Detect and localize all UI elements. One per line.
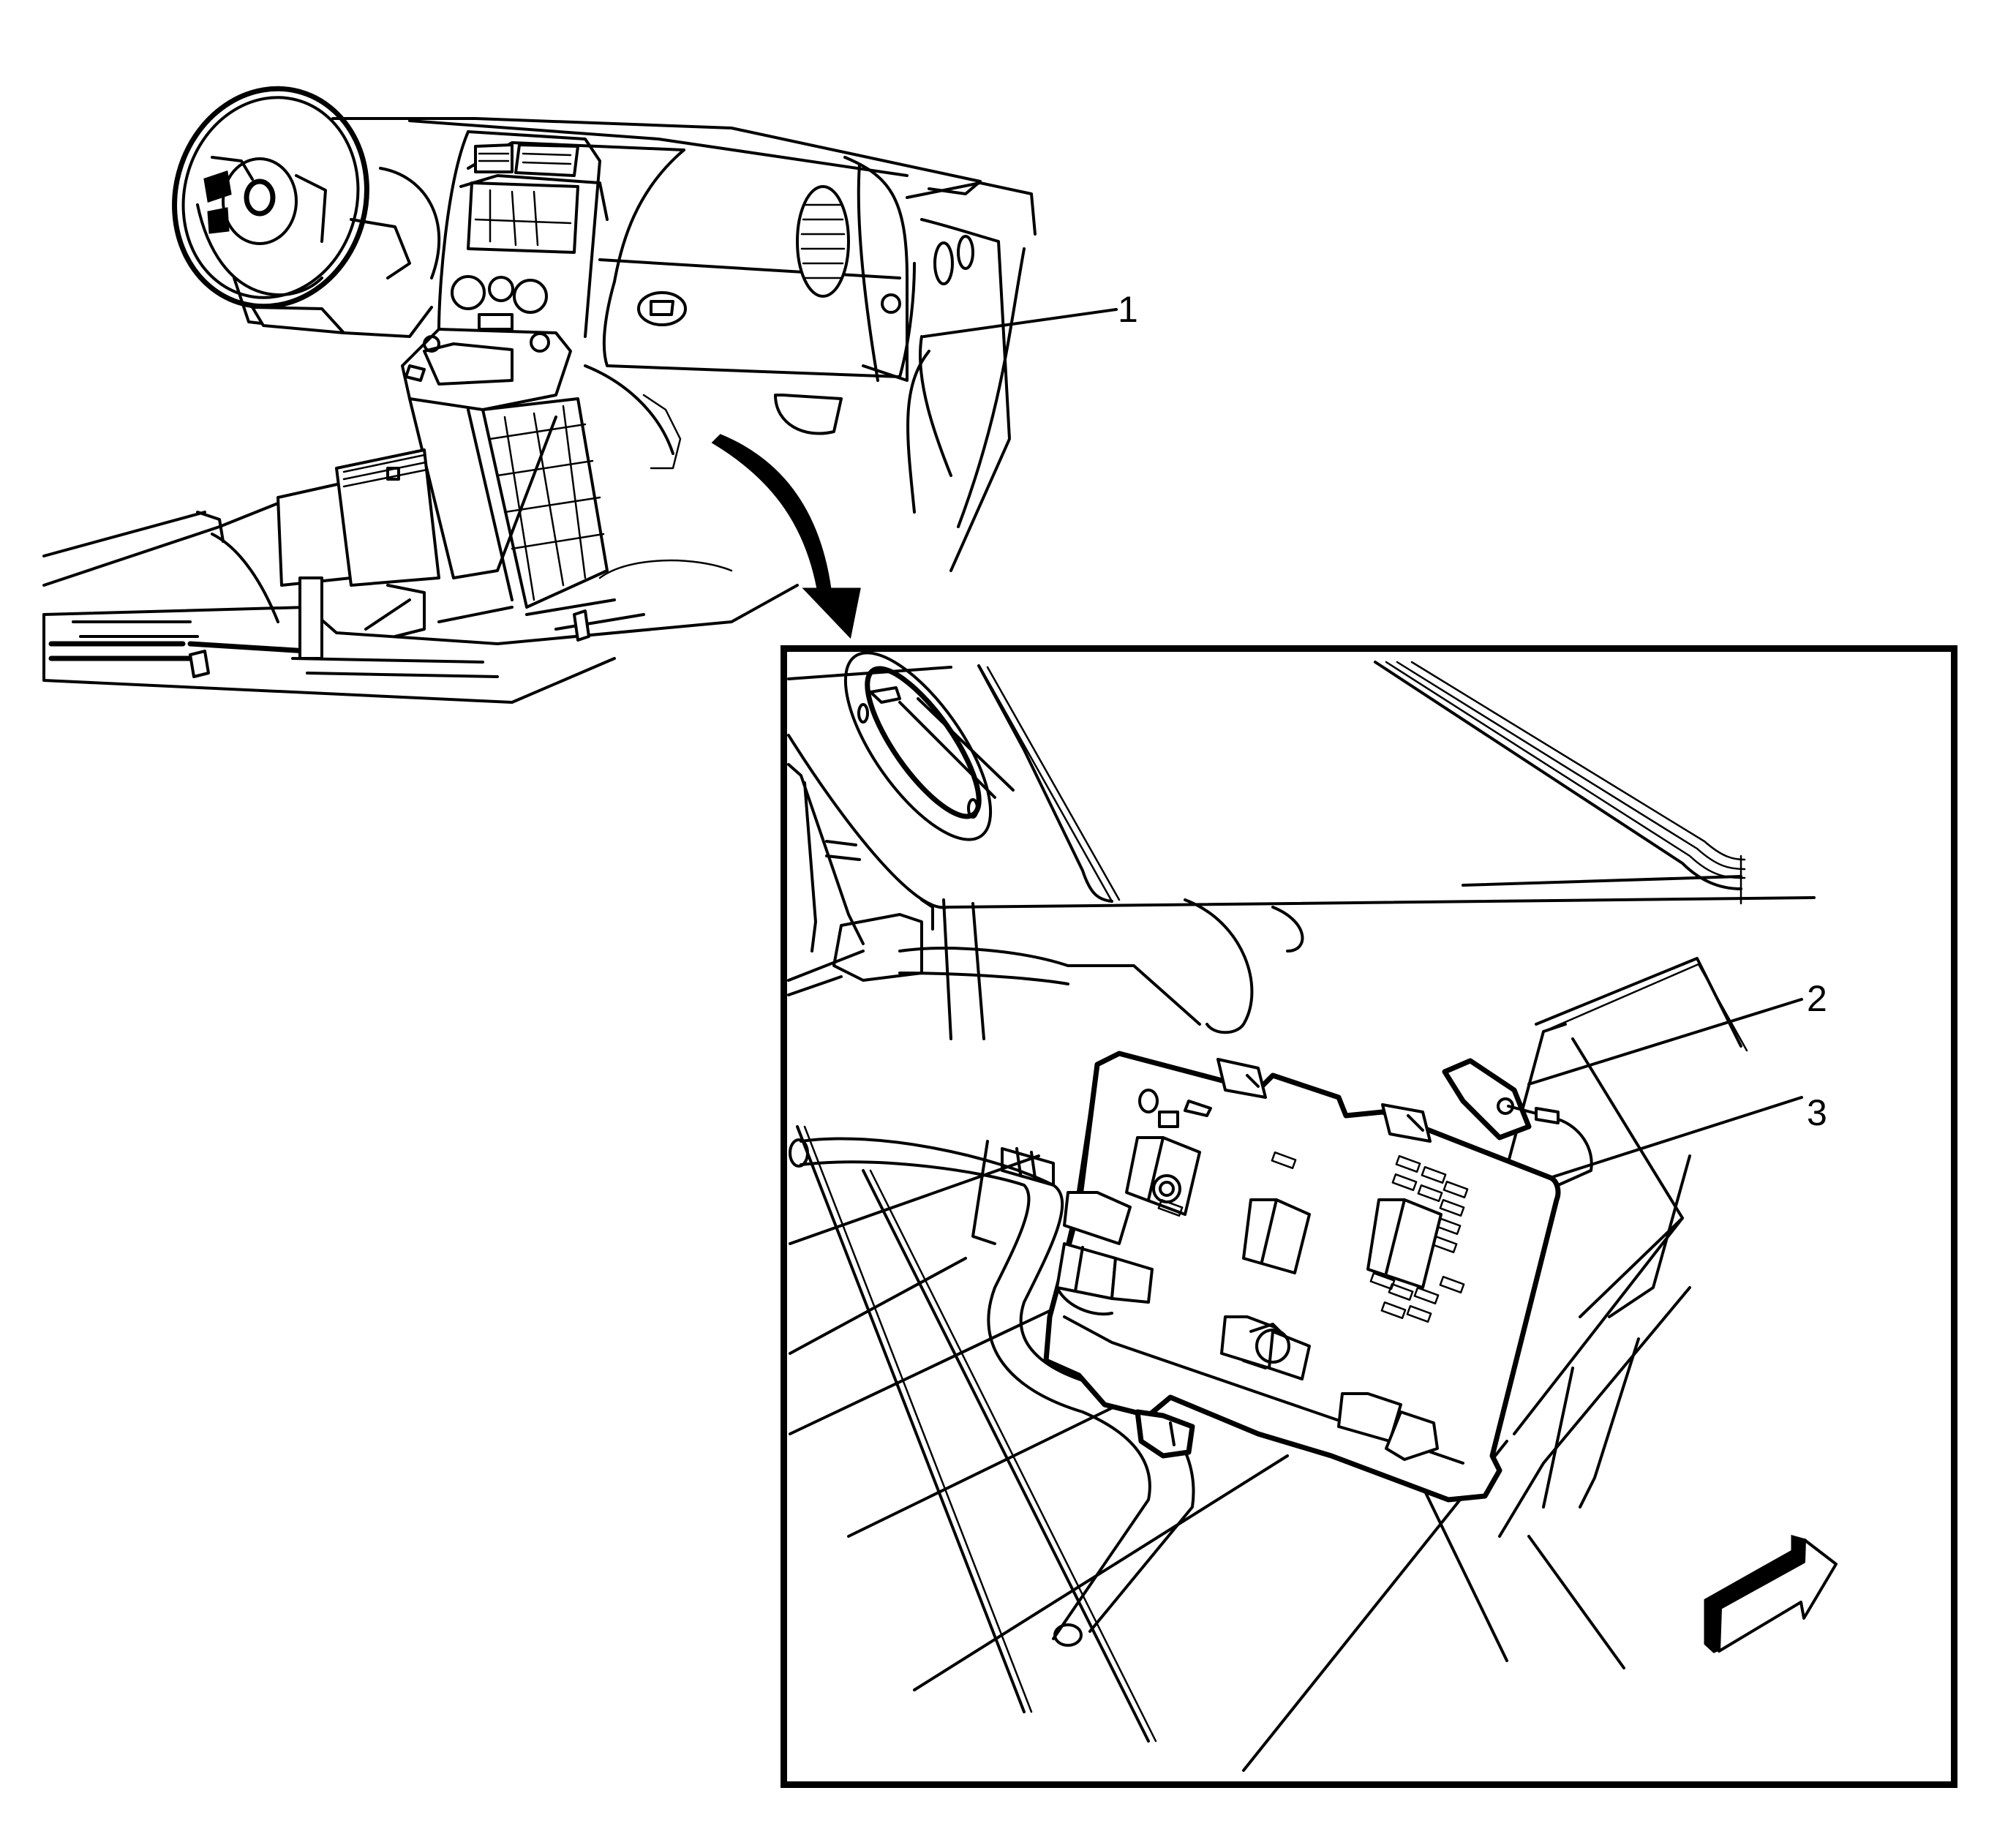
callout-3-leader — [1551, 1096, 1803, 1179]
wire-harness-overview — [584, 335, 952, 514]
left-dash-housing — [233, 167, 441, 338]
oval-opening — [843, 652, 1015, 841]
cross-car-beam — [898, 898, 1304, 1040]
body-door-opening — [774, 181, 1037, 572]
callout-1-leader — [922, 308, 1118, 338]
wiring-harness-conduit — [789, 1137, 1195, 1647]
mini-fuses — [1157, 1151, 1469, 1323]
left-support-bracket — [787, 763, 923, 996]
callout-2-label: 2 — [1807, 978, 1827, 1019]
center-console — [401, 328, 572, 601]
net-pocket — [481, 397, 609, 609]
curved-pointer-arrow-icon — [711, 434, 861, 639]
callout-3-label: 3 — [1807, 1092, 1827, 1133]
callout-2-leader — [1527, 998, 1803, 1086]
floor-connectors — [189, 364, 590, 678]
detail-inset-frame — [781, 645, 1957, 1788]
right-body-contour — [1498, 1154, 1691, 1538]
center-stack — [437, 130, 601, 338]
ground-bracket-terminal — [1442, 1058, 1593, 1187]
instrument-panel-underside — [787, 661, 1816, 909]
fuse-block — [1043, 1051, 1561, 1503]
callout-1-label: 1 — [1118, 289, 1138, 330]
right-vent-end-cap — [796, 156, 909, 382]
floor-module-bracket — [196, 448, 440, 660]
front-view-direction-arrow-icon — [1704, 1535, 1838, 1653]
